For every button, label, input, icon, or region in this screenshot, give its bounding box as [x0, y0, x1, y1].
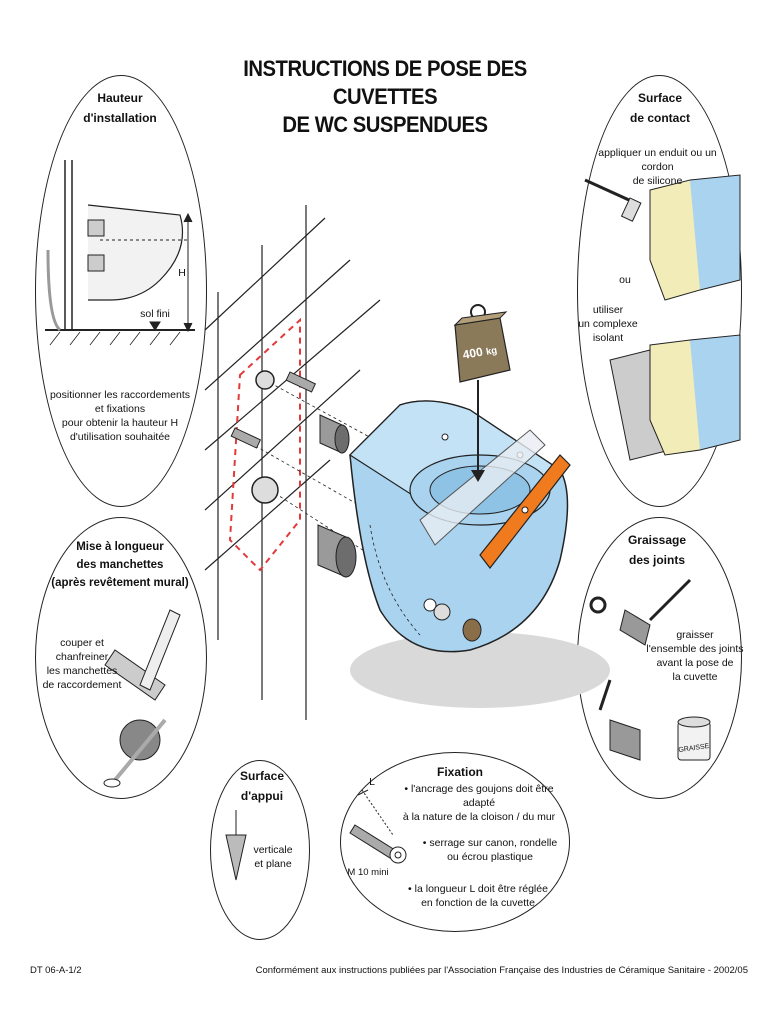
fixation-title: Fixation [436, 765, 483, 779]
fixation-l-label: L [369, 776, 375, 788]
circle-appui [210, 760, 310, 940]
title-line-2: DE WC SUSPENDUES [282, 112, 488, 137]
hauteur-title: Hauteur d'installation [83, 91, 157, 125]
h-label: H [178, 267, 186, 279]
sol-fini-label: sol fini [140, 308, 170, 320]
contact-illustration [584, 174, 741, 461]
m10-label: M 10 mini [347, 867, 389, 878]
contact-title: Surface de contact [629, 91, 690, 125]
doc-reference: DT 06-A-1/2 [30, 965, 82, 976]
glass-plate [419, 429, 546, 546]
spirit-level [479, 454, 571, 569]
fixation-bolt [349, 789, 407, 864]
wall-fittings [230, 370, 357, 578]
weight-400kg [453, 304, 511, 482]
graissage-title: Graissage des joints [627, 533, 687, 567]
title-line-1: INSTRUCTIONS DE POSE DES CUVETTES [243, 56, 527, 109]
footer-note: Conformément aux instructions publiées p… [255, 965, 748, 976]
graissage-illustration [589, 578, 711, 761]
plumb-bob [225, 810, 247, 881]
fixation-bullet-1: • l'ancrage des goujons doit être adapté… [402, 783, 556, 823]
circle-hauteur [35, 75, 207, 507]
support-zone [228, 317, 301, 572]
floor-shadow [350, 632, 610, 708]
ou-label: ou [619, 274, 631, 286]
fixing-hardware [423, 598, 482, 642]
page-title: INSTRUCTIONS DE POSE DES CUVETTES DE WC … [206, 55, 565, 139]
appui-title: Surface d'appui [239, 769, 285, 803]
mise-illustration [103, 609, 181, 788]
hauteur-illustration [45, 160, 195, 346]
